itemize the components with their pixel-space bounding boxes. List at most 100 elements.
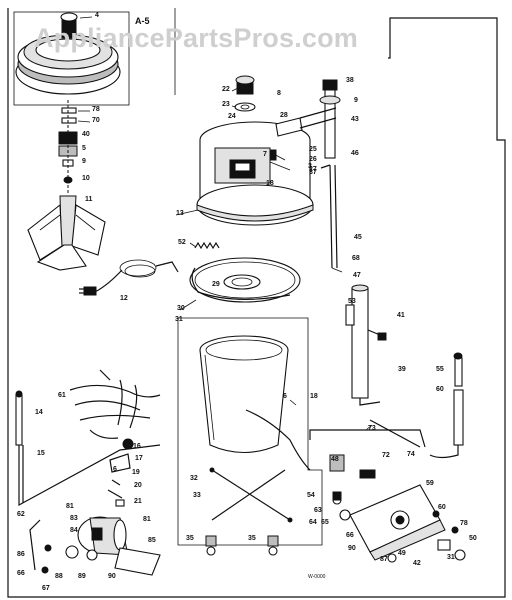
part-label-62: 62: [17, 511, 25, 518]
pump-housing: [309, 419, 466, 563]
part-label-47: 47: [353, 272, 361, 279]
part-label-50: 50: [469, 535, 477, 542]
drive-pulley: [15, 12, 121, 95]
part-label-5: 5: [82, 145, 86, 152]
part-label-43: 43: [351, 116, 359, 123]
part-label-23: 23: [222, 101, 230, 108]
part-label-31: 31: [447, 554, 455, 561]
part-label-74: 74: [407, 451, 415, 458]
part-label-40: 40: [82, 131, 90, 138]
gear-case: [196, 75, 314, 226]
part-label-37: 37: [309, 169, 317, 176]
part-label-22: 22: [222, 86, 230, 93]
part-label-60: 60: [438, 504, 446, 511]
part-label-18: 18: [266, 180, 274, 187]
coupling-parts: [107, 438, 134, 507]
diagram-frame: [7, 8, 506, 598]
part-label-53: 53: [348, 298, 356, 305]
part-label-61: 61: [58, 392, 66, 399]
part-label-78: 78: [460, 520, 468, 527]
part-label-29: 29: [212, 281, 220, 288]
part-label-81: 81: [143, 516, 151, 523]
part-label-87: 87: [380, 556, 388, 563]
part-label-33: 33: [193, 492, 201, 499]
part-label-9: 9: [82, 158, 86, 165]
part-label-88: 88: [55, 573, 63, 580]
part-label-90: 90: [348, 545, 356, 552]
part-label-10: 10: [82, 175, 90, 182]
part-label-78: 78: [92, 106, 100, 113]
part-label-20: 20: [134, 482, 142, 489]
part-label-8: 8: [277, 90, 281, 97]
pulley-inset-box: [13, 11, 130, 106]
pump-shaft: [299, 79, 341, 159]
bracket: [275, 117, 303, 137]
part-label-14: 14: [35, 409, 43, 416]
part-label-38: 38: [346, 77, 354, 84]
part-label-9: 9: [354, 97, 358, 104]
part-label-65: 65: [321, 519, 329, 526]
tub-cover: [189, 257, 301, 303]
part-label-52: 52: [178, 239, 186, 246]
part-label-7: 7: [263, 151, 267, 158]
agitator: [27, 195, 106, 271]
tub-section-box: [177, 317, 323, 546]
pump-tube-assembly: [345, 284, 387, 406]
part-label-28: 28: [280, 112, 288, 119]
part-label-46: 46: [351, 150, 359, 157]
part-label-66: 66: [17, 570, 25, 577]
part-label-32: 32: [190, 475, 198, 482]
watermark: AppliancePartsPros.com: [34, 23, 358, 53]
part-label-63: 63: [314, 507, 322, 514]
part-label-84: 84: [70, 527, 78, 534]
part-label-31: 31: [175, 316, 183, 323]
wire-brace: [209, 467, 293, 523]
part-label-64: 64: [309, 519, 317, 526]
part-label-18: 18: [310, 393, 318, 400]
part-label-26: 26: [309, 156, 317, 163]
part-label-49: 49: [398, 550, 406, 557]
part-label-90: 90: [108, 573, 116, 580]
part-label-12: 12: [120, 295, 128, 302]
part-label-3: 3: [308, 163, 312, 170]
part-number-labels: 4787040591011222324828252627718133389434…: [17, 12, 477, 592]
part-label-68: 68: [352, 255, 360, 262]
power-cord: [79, 259, 179, 296]
wire-harness: [69, 369, 161, 439]
part-label-16: 16: [133, 443, 141, 450]
part-label-70: 70: [92, 117, 100, 124]
part-label-85: 85: [148, 537, 156, 544]
part-label-83: 83: [70, 515, 78, 522]
part-label-11: 11: [85, 196, 93, 203]
part-label-60: 60: [436, 386, 444, 393]
part-label-66: 66: [346, 532, 354, 539]
part-label-59: 59: [426, 480, 434, 487]
part-label-45: 45: [354, 234, 362, 241]
part-label-41: 41: [397, 312, 405, 319]
drawing-code: W-0000: [308, 574, 326, 580]
part-label-24: 24: [228, 113, 236, 120]
part-label-81: 81: [66, 503, 74, 510]
part-label-21: 21: [134, 498, 142, 505]
part-label-67: 67: [42, 585, 50, 592]
actuator-rod: [320, 164, 343, 273]
part-label-25: 25: [309, 146, 317, 153]
wash-tub: [199, 335, 311, 471]
part-label-27: 27: [309, 166, 317, 173]
drain-hose: [429, 352, 464, 459]
leader-lines: [77, 16, 373, 431]
thermal-rod: [15, 390, 161, 507]
part-label-54: 54: [307, 492, 315, 499]
part-label-72: 72: [382, 452, 390, 459]
part-label-19: 19: [132, 469, 140, 476]
motor: [29, 516, 161, 576]
section-label: A-5: [135, 16, 150, 26]
part-label-6: 6: [113, 466, 117, 473]
part-label-35: 35: [186, 535, 194, 542]
part-label-30: 30: [177, 305, 185, 312]
agitator-hardware-stack: [58, 100, 78, 195]
part-label-15: 15: [37, 450, 45, 457]
part-label-89: 89: [78, 573, 86, 580]
part-label-39: 39: [398, 366, 406, 373]
